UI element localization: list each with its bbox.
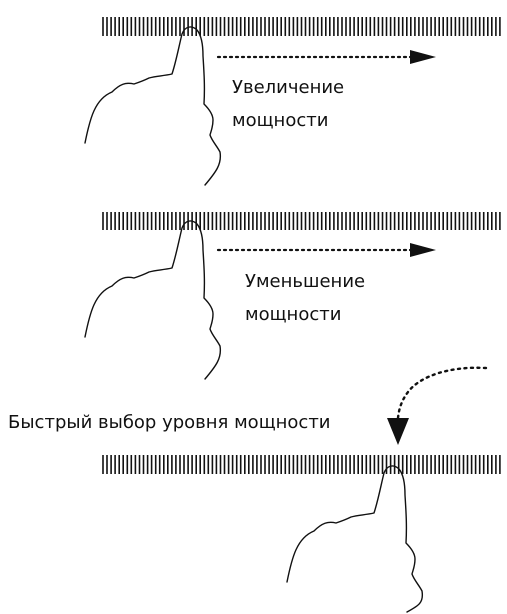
label-increase: Увеличение мощности	[232, 77, 350, 131]
tick-scale	[102, 212, 501, 230]
tick-scale	[102, 455, 501, 474]
hand-pointer-icon	[84, 220, 222, 380]
hand-pointer-icon	[84, 26, 222, 186]
panel-increase: Увеличение мощности	[84, 17, 501, 186]
tick-scale	[102, 17, 501, 36]
panel-quick-select: Быстрый выбор уровня мощности	[8, 366, 501, 613]
label-decrease: Уменьшение мощности	[245, 271, 371, 325]
arrow-right-icon	[216, 50, 436, 64]
arrow-down-icon	[387, 366, 488, 445]
panel-decrease: Уменьшение мощности	[84, 212, 501, 380]
arrow-right-icon	[216, 243, 436, 257]
label-quick-select: Быстрый выбор уровня мощности	[8, 412, 331, 433]
hand-pointer-icon	[286, 465, 424, 613]
